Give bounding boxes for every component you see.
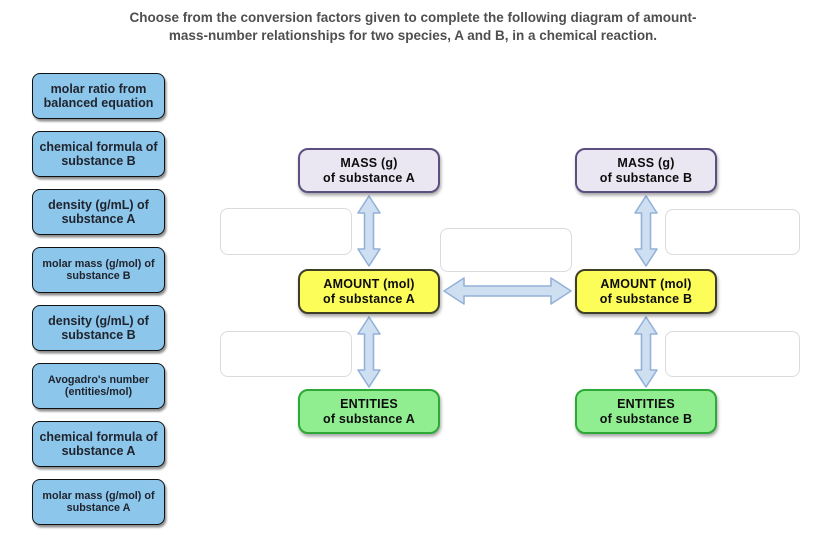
node-amount-a-line2: of substance A xyxy=(323,291,415,306)
bank-item-density-a[interactable]: density (g/mL) of substance A xyxy=(32,189,165,235)
node-entities-a-line2: of substance A xyxy=(323,411,415,426)
node-mass-a-line1: MASS (g) xyxy=(340,155,398,170)
bank-item-molar-mass-a[interactable]: molar mass (g/mol) of substance A xyxy=(32,479,165,525)
dropzone-amount-a-amount-b[interactable] xyxy=(440,228,572,272)
bank-item-chem-formula-b[interactable]: chemical formula of substance B xyxy=(32,131,165,177)
node-entities-b: ENTITIES of substance B xyxy=(575,389,717,434)
node-entities-a-line1: ENTITIES xyxy=(340,396,398,411)
node-amount-a-line1: AMOUNT (mol) xyxy=(323,276,415,291)
dropzone-amount-entities-a[interactable] xyxy=(220,331,352,377)
bank-item-molar-ratio[interactable]: molar ratio from balanced equation xyxy=(32,73,165,119)
node-amount-b: AMOUNT (mol) of substance B xyxy=(575,269,717,314)
node-mass-a-line2: of substance A xyxy=(323,170,415,185)
node-amount-a: AMOUNT (mol) of substance A xyxy=(298,269,440,314)
node-entities-b-line2: of substance B xyxy=(599,411,693,426)
node-mass-b: MASS (g) of substance B xyxy=(575,148,717,193)
dropzone-amount-entities-b[interactable] xyxy=(665,331,800,377)
node-amount-b-line2: of substance B xyxy=(599,291,693,306)
dropzone-mass-amount-a[interactable] xyxy=(220,208,352,255)
node-entities-a: ENTITIES of substance A xyxy=(298,389,440,434)
node-mass-b-line1: MASS (g) xyxy=(617,155,675,170)
arrow-amount-a-amount-b xyxy=(443,277,572,305)
bank-item-density-b[interactable]: density (g/mL) of substance B xyxy=(32,305,165,351)
instructions-text: Choose from the conversion factors given… xyxy=(129,10,697,43)
arrow-amount-entities-b xyxy=(634,316,658,388)
bank-item-molar-mass-b[interactable]: molar mass (g/mol) of substance B xyxy=(32,247,165,293)
node-amount-b-line1: AMOUNT (mol) xyxy=(600,276,692,291)
arrow-mass-amount-b xyxy=(634,195,658,267)
arrow-mass-amount-a xyxy=(357,195,381,267)
node-mass-a: MASS (g) of substance A xyxy=(298,148,440,193)
arrow-amount-entities-a xyxy=(357,316,381,388)
node-entities-b-line1: ENTITIES xyxy=(617,396,675,411)
bank-item-avogadro-number[interactable]: Avogadro's number (entities/mol) xyxy=(32,363,165,409)
dropzone-mass-amount-b[interactable] xyxy=(665,209,800,255)
bank-item-chem-formula-a[interactable]: chemical formula of substance A xyxy=(32,421,165,467)
node-mass-b-line2: of substance B xyxy=(599,170,693,185)
